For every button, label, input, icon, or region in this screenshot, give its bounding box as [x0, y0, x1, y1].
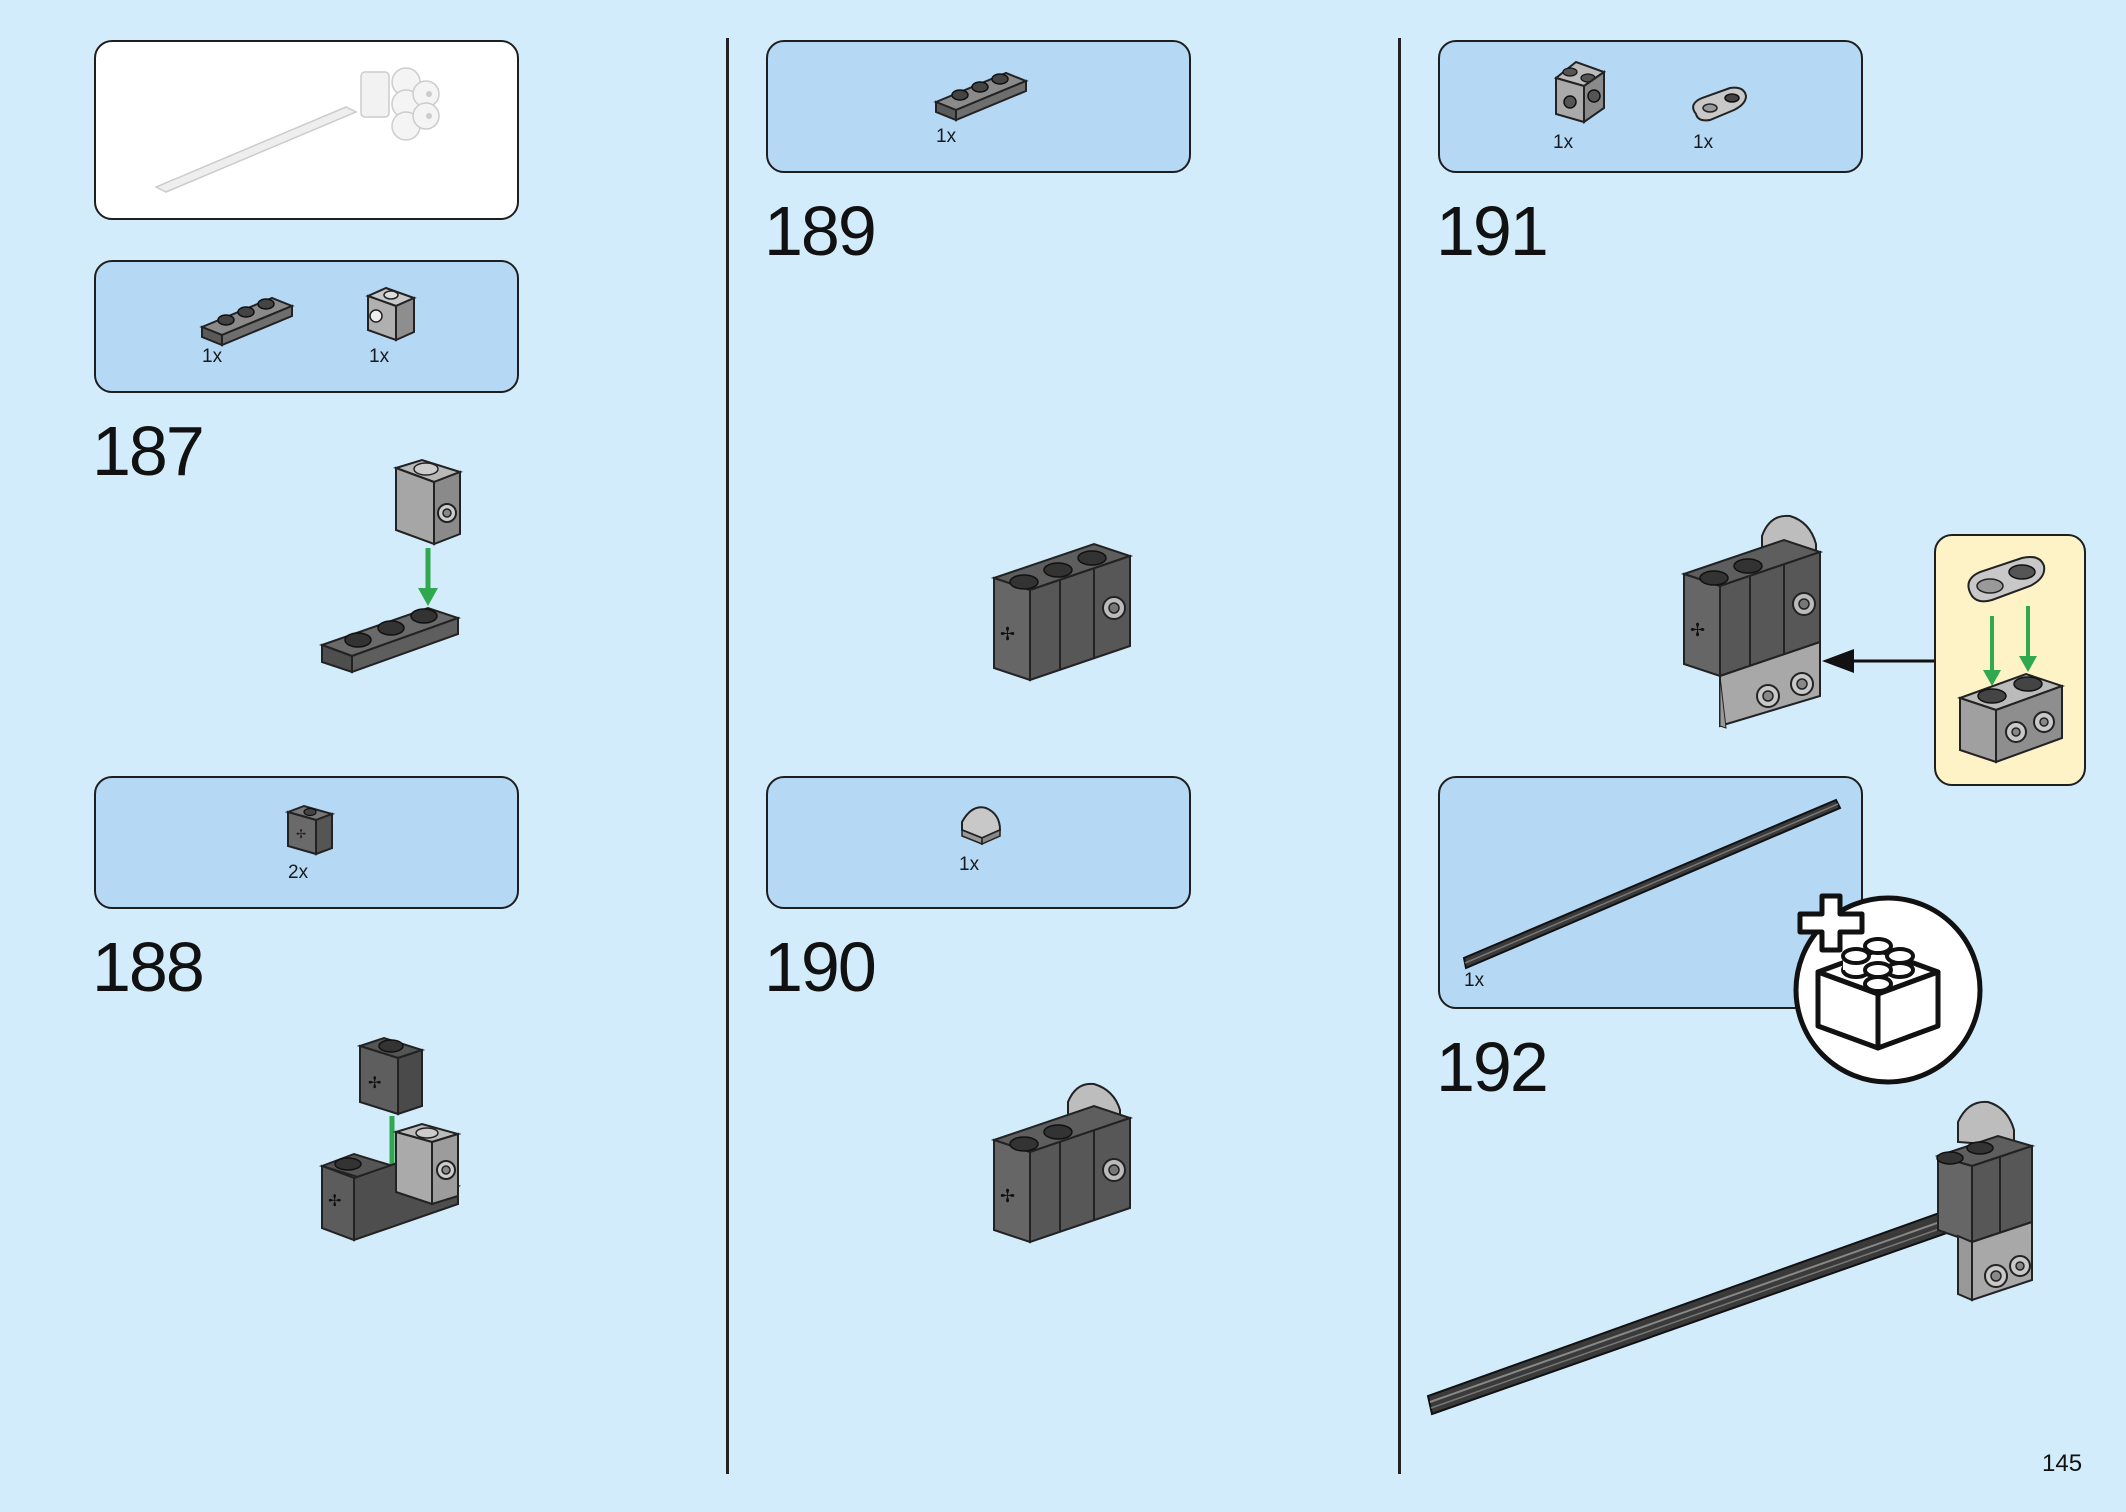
parts-box-step-188: ✢ 2x: [94, 776, 519, 909]
curved-slope-icon: [961, 806, 1002, 846]
step-190-assembly-icon: ✢: [990, 1082, 1134, 1244]
parts-box-step-192: 1x: [1438, 776, 1863, 1009]
step-number: 187: [92, 412, 205, 490]
step-192-assembly-icon: [1426, 1100, 2036, 1416]
bracket-brick-icon: [1553, 60, 1607, 124]
step-191-assembly-icon: ✢: [1680, 514, 1824, 729]
plate-1x3-icon: [933, 71, 1029, 122]
previous-step-preview: [94, 40, 519, 220]
column-divider-left: [726, 38, 729, 1474]
part-qty: 1x: [936, 126, 957, 147]
parts-box-step-189: 1x: [766, 40, 1191, 173]
sub-assembly-callout: [1934, 534, 2086, 786]
part-qty: 1x: [1693, 132, 1714, 153]
plate-1x3-icon: [199, 296, 295, 347]
part-qty: 1x: [1464, 970, 1485, 991]
part-qty: 1x: [1553, 132, 1574, 153]
round-plate-icon: [1692, 86, 1748, 122]
step-188-assembly-icon: ✢ ✢: [318, 1036, 462, 1242]
parts-box-step-187: 1x 1x: [94, 260, 519, 393]
step-number: 192: [1436, 1028, 1549, 1106]
axle-rod-icon: [1462, 798, 1842, 970]
extra-bricks-callout-icon: [1793, 893, 1983, 1085]
part-qty: 2x: [288, 862, 309, 883]
parts-box-step-190: 1x: [766, 776, 1191, 909]
step-number: 190: [764, 928, 877, 1006]
svg-text:✢: ✢: [328, 1191, 341, 1210]
svg-text:✢: ✢: [1000, 624, 1015, 645]
previous-step-preview-icon: [154, 67, 440, 193]
part-qty: 1x: [369, 346, 390, 367]
step-187-assembly-icon: [319, 458, 464, 674]
step-189-assembly-icon: ✢: [990, 542, 1134, 682]
svg-text:✢: ✢: [1000, 1186, 1015, 1207]
column-divider-right: [1398, 38, 1401, 1474]
step-number: 191: [1436, 192, 1549, 270]
part-qty: 1x: [202, 346, 223, 367]
part-qty: 1x: [959, 854, 980, 875]
svg-text:✢: ✢: [296, 827, 306, 841]
svg-text:✢: ✢: [368, 1073, 381, 1092]
brick-1x1-studs-icon: [365, 286, 417, 342]
parts-box-step-191: 1x 1x: [1438, 40, 1863, 173]
page-number: 145: [2042, 1450, 2083, 1477]
assembly-arrow-icon: [1822, 649, 1938, 673]
bracket-brick-icon: ✢: [284, 804, 336, 856]
svg-text:✢: ✢: [1690, 620, 1705, 641]
step-number: 188: [92, 928, 205, 1006]
step-number: 189: [764, 192, 877, 270]
sub-assembly-icon: [1956, 556, 2066, 764]
